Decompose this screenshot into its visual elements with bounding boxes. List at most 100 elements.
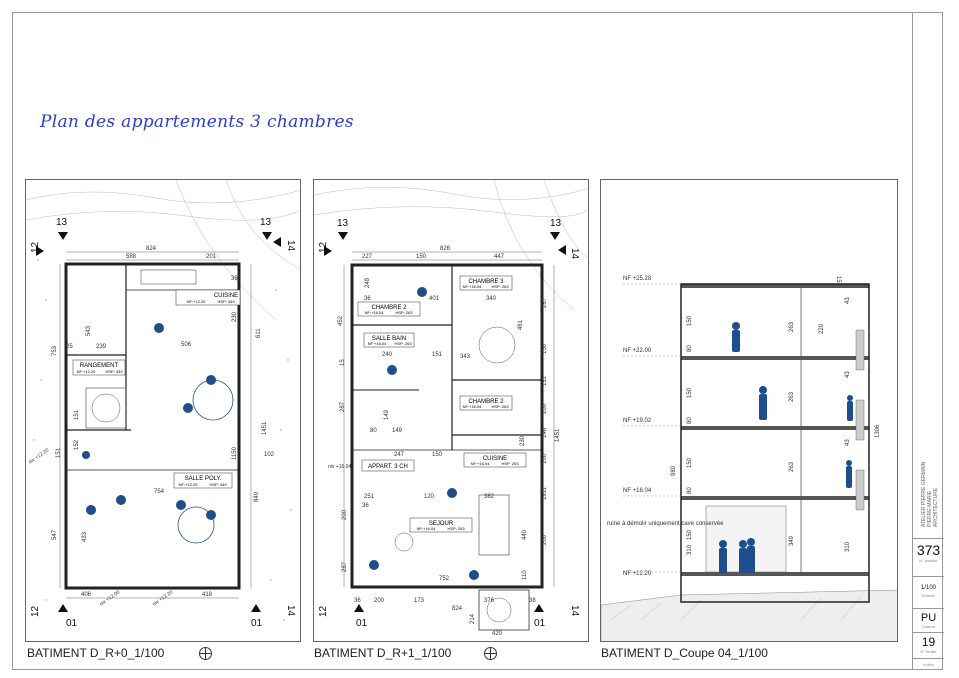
floor-slabs [681, 284, 869, 576]
svg-text:131: 131 [542, 375, 548, 386]
svg-text:13: 13 [260, 217, 272, 228]
drawing-number-cell: 373 N° dossier [913, 538, 944, 576]
plan-r1-caption: BATIMENT D_R+1_1/100 [314, 646, 452, 660]
svg-text:102: 102 [264, 452, 275, 458]
svg-text:230: 230 [232, 311, 238, 322]
svg-text:461: 461 [518, 319, 524, 330]
svg-text:NF +16.04: NF +16.04 [623, 488, 652, 494]
svg-text:248: 248 [365, 277, 371, 288]
svg-text:150: 150 [416, 254, 427, 260]
svg-text:440: 440 [522, 529, 528, 540]
svg-text:310: 310 [687, 544, 693, 555]
svg-text:287: 287 [340, 401, 346, 412]
demolition-note-text: ruine à démolir uniquement cave conservé… [607, 521, 724, 527]
scale-value: 1/100 [920, 585, 936, 591]
svg-text:151: 151 [74, 409, 80, 420]
level-markers: NF +25.28 NF +22.00 NF +19.02 NF +16.04 … [623, 276, 652, 577]
svg-text:HSP: 263: HSP: 263 [447, 526, 465, 531]
drawing-number: 373 [916, 542, 941, 558]
phase-cell: PU Contrat [913, 608, 944, 632]
room-label: CUISINE NF:+12.20 HSP: 349 [175, 289, 241, 306]
exterior-walls [64, 262, 241, 590]
svg-text:376: 376 [484, 598, 495, 604]
svg-text:349: 349 [789, 535, 795, 546]
building-outline [680, 283, 870, 603]
svg-text:753: 753 [52, 345, 58, 356]
site-contour-lines [26, 180, 300, 321]
north-arrow-icon [484, 647, 497, 660]
round-table [192, 379, 234, 421]
dimension-lines [343, 251, 555, 587]
svg-text:406: 406 [81, 592, 92, 598]
svg-text:1911: 1911 [542, 486, 548, 500]
svg-text:36: 36 [364, 296, 371, 302]
scale-cell: 1/100 Echelle [913, 576, 944, 608]
svg-text:824: 824 [146, 246, 157, 252]
svg-text:826: 826 [440, 246, 451, 252]
section-markers: 13 13 12 14 12 14 01 01 [30, 217, 296, 629]
sheet-title: Plan des appartements 3 chambres [40, 112, 354, 132]
svg-text:NF:+12.20: NF:+12.20 [77, 369, 97, 374]
svg-text:12: 12 [30, 605, 41, 617]
svg-text:263: 263 [789, 461, 795, 472]
room-label: SEJOUR NF:+16.04 HSP: 263 [409, 517, 473, 533]
svg-text:173: 173 [414, 598, 425, 604]
svg-text:NF:+16.04: NF:+16.04 [365, 310, 385, 315]
sheet-frame [12, 12, 943, 670]
svg-text:HSP: 349: HSP: 349 [105, 369, 123, 374]
svg-text:824: 824 [452, 606, 463, 612]
svg-text:36: 36 [354, 598, 361, 604]
svg-text:HSP: 263: HSP: 263 [491, 404, 509, 409]
svg-text:418: 418 [202, 592, 213, 598]
svg-text:146: 146 [542, 427, 548, 438]
ground [601, 589, 897, 641]
section-04-panel: NF +25.28 NF +22.00 NF +19.02 NF +16.04 … [600, 179, 898, 642]
svg-text:12: 12 [30, 241, 41, 253]
people-figures [82, 323, 216, 520]
svg-text:343: 343 [460, 354, 471, 360]
svg-text:HSP: 263: HSP: 263 [395, 310, 413, 315]
svg-text:611: 611 [256, 328, 262, 338]
svg-text:200: 200 [342, 509, 348, 520]
svg-text:NF:+16.04: NF:+16.04 [417, 526, 437, 531]
svg-text:80: 80 [687, 487, 693, 494]
exterior-walls [350, 263, 544, 589]
svg-text:214: 214 [470, 613, 476, 624]
svg-text:01: 01 [66, 618, 78, 629]
svg-text:80: 80 [687, 345, 693, 352]
svg-text:niv +12.20: niv +12.20 [28, 447, 51, 465]
svg-text:14: 14 [569, 605, 580, 617]
level-lines [623, 283, 681, 573]
svg-text:150: 150 [687, 529, 693, 540]
svg-text:150: 150 [687, 315, 693, 326]
site-gravel [33, 259, 292, 621]
sheet-number: 19 [921, 635, 936, 649]
svg-text:NF +22.00: NF +22.00 [623, 348, 652, 354]
svg-text:1451: 1451 [555, 428, 561, 442]
svg-text:APPART. 3 CH: APPART. 3 CH [368, 464, 408, 470]
svg-text:420: 420 [492, 631, 503, 637]
svg-text:100: 100 [542, 403, 548, 414]
svg-text:12: 12 [318, 605, 329, 617]
svg-text:01: 01 [251, 618, 263, 629]
balcony [478, 589, 530, 631]
svg-text:201: 201 [206, 254, 217, 260]
svg-text:752: 752 [439, 576, 450, 582]
room-label: CHAMBRE 2 NF:+16.04 HSP: 263 [357, 301, 421, 317]
svg-text:NF:+16.04: NF:+16.04 [368, 341, 388, 346]
plan-r0-caption: BATIMENT D_R+0_1/100 [27, 646, 165, 660]
svg-text:1451: 1451 [262, 421, 268, 435]
svg-text:NF:+12.20: NF:+12.20 [187, 299, 207, 304]
level-markers: niv +12.20 niv +12.00 niv +12.20 [28, 447, 175, 607]
svg-text:340: 340 [486, 296, 497, 302]
svg-text:HSP: 263: HSP: 263 [394, 341, 412, 346]
svg-text:CUISINE: CUISINE [483, 456, 507, 462]
svg-text:150: 150 [542, 343, 548, 354]
svg-text:263: 263 [789, 321, 795, 332]
svg-text:15: 15 [340, 359, 346, 366]
svg-text:SALLE POLY.: SALLE POLY. [185, 476, 222, 482]
svg-text:149: 149 [392, 428, 403, 434]
svg-text:SEJOUR: SEJOUR [429, 521, 454, 527]
svg-text:200: 200 [542, 534, 548, 545]
svg-text:13: 13 [550, 218, 562, 229]
